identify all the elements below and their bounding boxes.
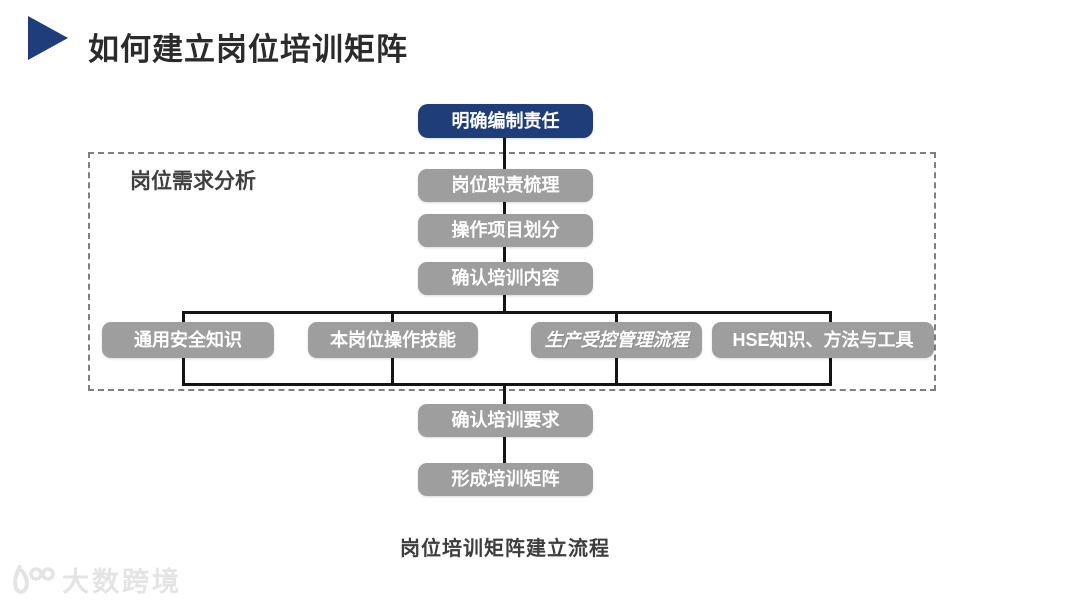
flowchart-caption: 岗位培训矩阵建立流程 (400, 538, 610, 560)
flow-node-top: 明确编制责任 (418, 104, 593, 138)
flow-node-content-item: HSE知识、方法与工具 (712, 322, 934, 358)
watermark: 大数跨境 (10, 560, 182, 599)
watermark-logo-icon (13, 564, 55, 594)
connector-line (391, 311, 394, 322)
flow-node-content-item: 通用安全知识 (102, 322, 274, 358)
flow-node-content-item: 本岗位操作技能 (308, 322, 478, 358)
connector-line (615, 358, 618, 386)
flow-node-output-step: 确认培训要求 (418, 404, 593, 437)
title-triangle-icon (28, 16, 68, 60)
connector-line (503, 384, 506, 404)
connector-line (503, 202, 506, 214)
flow-node-analysis-step: 岗位职责梳理 (418, 169, 593, 202)
connector-line (503, 295, 506, 313)
connector-line (503, 437, 506, 463)
group-label: 岗位需求分析 (130, 170, 256, 193)
connector-line (182, 358, 185, 386)
page-title: 如何建立岗位培训矩阵 (88, 32, 408, 67)
flow-node-content-item: 生产受控管理流程 (531, 322, 702, 358)
connector-line (182, 383, 832, 386)
connector-line (182, 311, 185, 322)
connector-line (503, 138, 506, 169)
connector-line (615, 311, 618, 322)
watermark-text: 大数跨境 (62, 567, 182, 597)
connector-line (182, 311, 832, 314)
flow-node-analysis-step: 操作项目划分 (418, 214, 593, 247)
flow-node-output-step: 形成培训矩阵 (418, 463, 593, 496)
connector-line (503, 247, 506, 262)
flow-node-analysis-step: 确认培训内容 (418, 262, 593, 295)
connector-line (829, 358, 832, 386)
group-box-demand-analysis (88, 152, 936, 391)
connector-line (829, 311, 832, 322)
connector-line (391, 358, 394, 386)
flow-node-content-item-label: 生产受控管理流程 (544, 330, 689, 350)
